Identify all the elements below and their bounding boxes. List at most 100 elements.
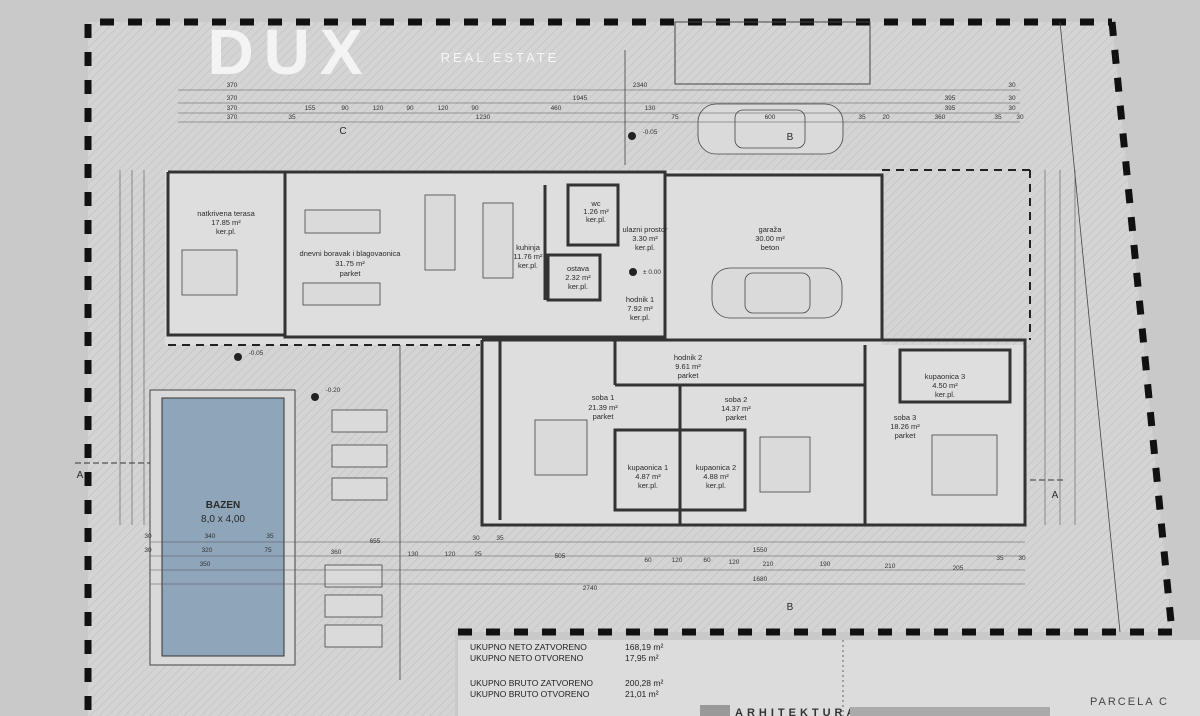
svg-text:370: 370 [227,82,238,89]
svg-text:35: 35 [266,533,274,540]
svg-text:90: 90 [341,105,349,112]
svg-text:370: 370 [227,114,238,121]
svg-text:dnevni boravak i blagovaonica: dnevni boravak i blagovaonica [300,249,402,258]
svg-text:kuhinja: kuhinja [516,243,541,252]
level-marker: -0.05 [234,350,264,361]
svg-text:190: 190 [820,561,831,568]
svg-text:35: 35 [994,114,1002,121]
svg-text:3.30 m²: 3.30 m² [632,234,658,243]
svg-text:-0.05: -0.05 [249,350,264,357]
svg-text:C: C [339,126,346,137]
svg-text:11.76 m²: 11.76 m² [513,252,543,261]
pool-size: 8,0 x 4,00 [201,514,245,525]
svg-text:30: 30 [1008,95,1016,102]
svg-text:4.50 m²: 4.50 m² [932,381,958,390]
section-marker-b: B [787,132,794,143]
section-marker-a: A [1030,479,1065,501]
svg-text:UKUPNO BRUTO ZATVORENO: UKUPNO BRUTO ZATVORENO [470,678,593,688]
svg-text:370: 370 [227,95,238,102]
svg-text:4.88 m²: 4.88 m² [703,472,729,481]
svg-text:460: 460 [551,105,562,112]
svg-text:ker.pl.: ker.pl. [630,313,650,322]
svg-text:210: 210 [763,561,774,568]
svg-text:18.26 m²: 18.26 m² [890,422,920,431]
svg-text:2340: 2340 [633,82,648,89]
svg-text:9.61 m²: 9.61 m² [675,362,701,371]
svg-text:garaža: garaža [759,225,783,234]
parcel-boundary [84,18,1176,710]
svg-text:4.87 m²: 4.87 m² [635,472,661,481]
watermark-logo: DUX [207,16,372,88]
svg-text:parket: parket [895,431,917,440]
svg-text:90: 90 [406,105,414,112]
car-icon [711,267,843,319]
svg-text:1550: 1550 [753,547,768,554]
svg-text:75: 75 [264,547,272,554]
svg-text:30: 30 [1018,555,1026,562]
svg-text:30.00 m²: 30.00 m² [755,234,785,243]
svg-text:30: 30 [1008,105,1016,112]
svg-text:UKUPNO NETO OTVORENO: UKUPNO NETO OTVORENO [470,653,584,663]
parcel-label: PARCELA C [1090,696,1169,708]
section-marker-a: A [75,462,150,481]
title-block-bar [850,707,1050,716]
svg-text:25: 25 [474,551,482,558]
svg-text:30: 30 [472,535,480,542]
svg-text:35: 35 [288,114,296,121]
svg-text:hodnik 2: hodnik 2 [674,353,702,362]
car-icon [697,103,844,155]
svg-text:30: 30 [144,547,152,554]
svg-text:parket: parket [593,412,615,421]
svg-text:370: 370 [227,105,238,112]
svg-text:A: A [77,470,84,481]
top-dimension-lines: 370 2340 30 370 1945 395 30 370 155 90 1… [178,82,1024,123]
svg-text:210: 210 [885,563,896,570]
walls [166,170,1027,527]
svg-text:1680: 1680 [753,576,768,583]
svg-text:1945: 1945 [573,95,588,102]
summary-panel [458,640,1200,716]
svg-text:505: 505 [555,553,566,560]
summary-row: UKUPNO NETO OTVORENO 17,95 m² [470,653,659,663]
svg-text:130: 130 [645,105,656,112]
pool-title: BAZEN [206,500,240,511]
svg-text:35: 35 [858,114,866,121]
svg-text:2.32 m²: 2.32 m² [565,273,591,282]
svg-text:120: 120 [729,559,740,566]
svg-text:soba 1: soba 1 [592,393,615,402]
svg-text:parket: parket [678,371,700,380]
svg-text:-0.20: -0.20 [326,387,341,394]
svg-text:130: 130 [408,551,419,558]
svg-text:ker.pl.: ker.pl. [935,390,955,399]
svg-text:ostava: ostava [567,264,590,273]
svg-text:-0.05: -0.05 [643,129,658,136]
svg-text:14.37 m²: 14.37 m² [721,404,751,413]
svg-text:ker.pl.: ker.pl. [706,481,726,490]
svg-text:parket: parket [340,269,362,278]
svg-text:17,95 m²: 17,95 m² [625,653,659,663]
svg-text:30: 30 [1008,82,1016,89]
svg-text:kupaonica 3: kupaonica 3 [925,372,965,381]
svg-text:30: 30 [144,533,152,540]
svg-text:155: 155 [305,105,316,112]
svg-text:ker.pl.: ker.pl. [638,481,658,490]
svg-text:ker.pl.: ker.pl. [216,227,236,236]
svg-text:A: A [1052,490,1059,501]
svg-text:90: 90 [471,105,479,112]
sunbeds [324,409,388,648]
svg-text:395: 395 [945,95,956,102]
level-marker: ± 0.00 [629,268,661,276]
svg-text:120: 120 [373,105,384,112]
